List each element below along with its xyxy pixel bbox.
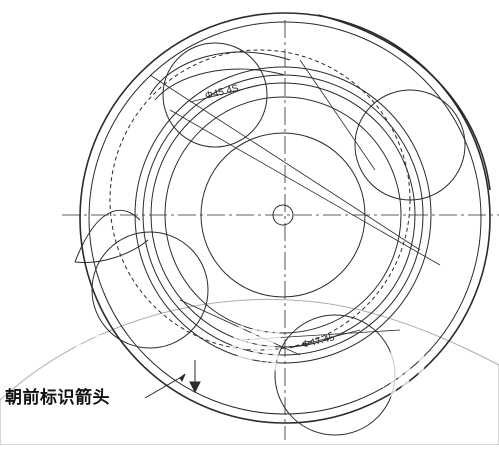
watermark-char-3: 机 xyxy=(380,345,432,405)
forward-arrow-icon xyxy=(189,381,201,394)
watermark-char-2: 燃 xyxy=(230,323,283,383)
outer-right-arc xyxy=(317,14,491,191)
callout-arrowhead xyxy=(179,373,186,383)
lobe-left-bottom xyxy=(91,231,209,349)
watermark-char-1: 内 xyxy=(72,333,124,393)
outer-circle xyxy=(79,12,491,424)
diag-line-2 xyxy=(169,109,441,266)
lobe-top-outer xyxy=(149,51,291,96)
outer-circle-inner xyxy=(88,21,482,415)
dim-leader-upper xyxy=(189,84,261,103)
diag-line-5 xyxy=(299,59,376,171)
ring-4 xyxy=(164,96,402,334)
lobe-right xyxy=(354,89,466,201)
pocket-outline xyxy=(109,49,411,351)
lobe-top-left xyxy=(162,42,268,148)
diag-line-4 xyxy=(239,329,401,341)
watermark-band xyxy=(0,298,499,446)
forward-arrow-label: 朝前标识箭头 xyxy=(5,388,110,408)
inner-bore xyxy=(200,132,366,298)
left-lobe-arc-2 xyxy=(74,239,149,264)
diag-line-3 xyxy=(179,299,301,356)
left-lobe-arc xyxy=(74,210,141,263)
dim-text-lower: Φ47.45 xyxy=(301,332,336,351)
callout-leader xyxy=(144,375,184,399)
diag-line-1 xyxy=(149,74,421,251)
dim-leader-lower xyxy=(289,329,361,349)
center-hole xyxy=(272,204,294,226)
lobe-bottom xyxy=(274,314,396,436)
ring-2 xyxy=(142,74,424,356)
dim-text-upper: Φ45.4S xyxy=(204,83,240,102)
ring-1 xyxy=(134,66,432,364)
